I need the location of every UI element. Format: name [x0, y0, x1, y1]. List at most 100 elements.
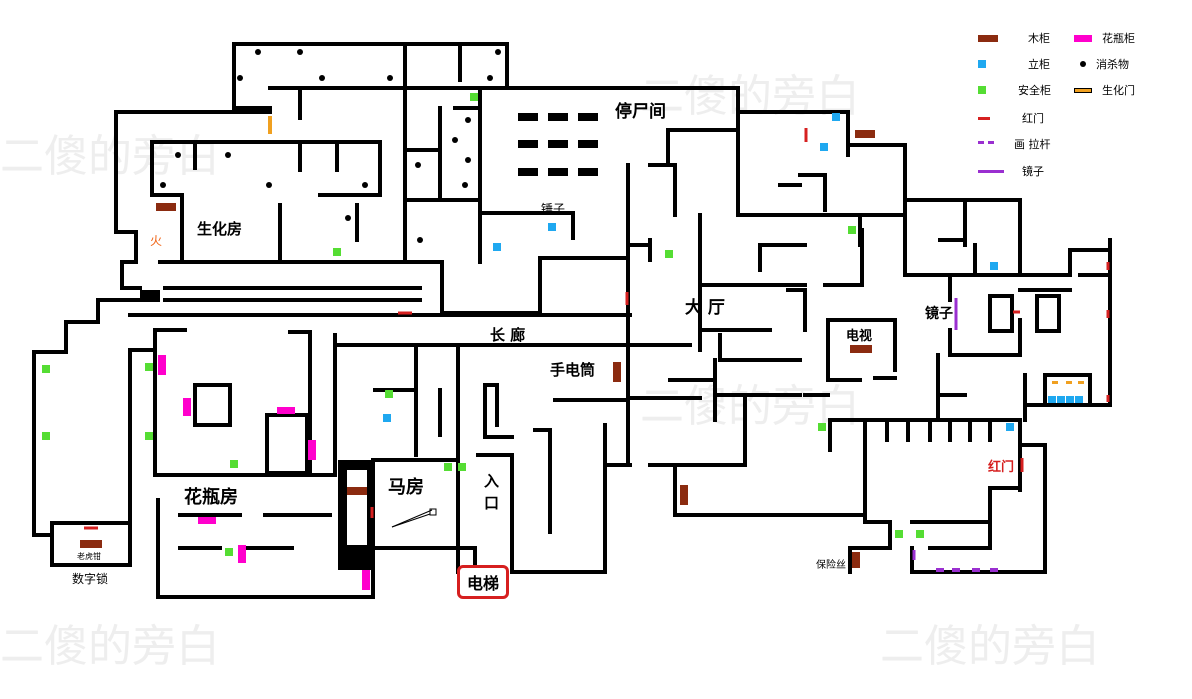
kill-item	[465, 117, 471, 123]
wall	[846, 143, 907, 277]
legend-item-painting-lever: 画 拉杆	[978, 136, 1051, 152]
watermark: 二傻的旁白	[880, 621, 1100, 672]
safe-cabinet	[458, 463, 466, 471]
safe-cabinet	[42, 365, 50, 373]
watermark: 二傻的旁白	[0, 621, 220, 672]
kill-item	[495, 49, 501, 55]
vase-cabinet	[277, 407, 295, 414]
kill-item	[319, 75, 325, 81]
wall	[798, 173, 827, 212]
room-label-biochem: 生化房	[197, 220, 243, 238]
slab	[578, 140, 598, 148]
wall	[478, 86, 740, 217]
wall	[483, 383, 499, 427]
wooden-cabinet-swatch	[978, 34, 998, 42]
wall	[698, 213, 807, 287]
legend-label: 立柜	[1028, 58, 1050, 71]
kill-item	[452, 137, 458, 143]
wooden-cabinet	[852, 552, 860, 568]
table	[193, 383, 232, 427]
wall	[150, 140, 184, 197]
lever-mark	[1066, 381, 1072, 384]
kill-item	[465, 157, 471, 163]
safe-cabinet	[145, 432, 153, 440]
wall	[673, 463, 867, 517]
biochem-door-swatch	[1074, 87, 1092, 93]
safe-cabinets	[42, 93, 924, 556]
legend-item-standing-cabinet: 立柜	[978, 56, 1050, 72]
safe-cabinet	[470, 93, 478, 101]
room-label-flashlight: 手电筒	[550, 361, 596, 379]
standing-cabinet	[832, 113, 840, 121]
standing-cabinets	[383, 113, 1083, 431]
wall	[153, 328, 187, 352]
standing-cabinet	[548, 223, 556, 231]
room-label-hall: 大 厅	[685, 298, 725, 318]
wall	[510, 423, 607, 574]
dark-block	[140, 290, 160, 302]
kill-item	[297, 49, 303, 55]
kill-item	[266, 182, 272, 188]
item-label-hammer: 锤子	[541, 202, 566, 216]
wall	[288, 330, 312, 477]
wooden-cabinet	[680, 485, 688, 505]
elevator[interactable]: 电梯	[457, 565, 509, 599]
safe-cabinet	[665, 250, 673, 258]
wooden-cabinets	[80, 130, 875, 568]
stable-lines	[391, 508, 437, 528]
legend-label: 消杀物	[1096, 58, 1129, 71]
kill-item	[237, 75, 243, 81]
mirror-swatch	[978, 169, 1004, 173]
wall	[648, 163, 677, 217]
kill-item-swatch	[1080, 61, 1086, 67]
wall	[903, 198, 1022, 277]
vase-cabinet	[158, 355, 166, 375]
legend-item-kill-item: 消杀物	[1080, 56, 1129, 72]
vase-cabinet	[362, 570, 370, 590]
wall	[823, 228, 864, 287]
room-label-vase-room: 花瓶房	[184, 487, 238, 508]
wall	[476, 453, 514, 574]
wooden-cabinet	[156, 203, 176, 211]
legend-item-safe-cabinet: 安全柜	[978, 82, 1051, 98]
safe-cabinet	[145, 363, 153, 371]
safe-cabinet	[385, 390, 393, 398]
kill-item	[415, 162, 421, 168]
wall	[910, 546, 1047, 574]
morgue-slabs	[518, 113, 598, 176]
wooden-cabinet	[80, 540, 102, 548]
walls	[32, 42, 1112, 599]
standing-cabinet	[820, 143, 828, 151]
standing-cabinet	[1066, 396, 1074, 403]
item-label-fuse: 保险丝	[816, 560, 846, 571]
item-label-mirror: 镜子	[925, 306, 953, 322]
legend-label: 木柜	[1028, 32, 1050, 45]
standing-cabinet	[383, 414, 391, 422]
wall	[483, 383, 514, 439]
vase-cabinet	[238, 545, 246, 563]
kill-item	[255, 49, 261, 55]
standing-cabinet-swatch	[978, 60, 986, 68]
standing-cabinet	[1006, 423, 1014, 431]
furniture	[193, 294, 1061, 475]
legend-label: 画 拉杆	[1014, 138, 1051, 151]
wall	[232, 42, 272, 110]
room-label-morgue: 停尸间	[615, 102, 666, 122]
item-label-tv: 电视	[846, 329, 873, 344]
safe-cabinet-swatch	[978, 86, 986, 94]
stable-line	[391, 513, 431, 528]
slab	[518, 168, 538, 176]
wall	[156, 498, 375, 599]
safe-cabinet	[895, 530, 903, 538]
item-label-old-tiger: 老虎钳	[77, 552, 101, 561]
legend: 木柜 花瓶柜 立柜 消杀物 安全柜 生化门 红门 画 拉杆 镜子	[970, 24, 1180, 184]
wall	[373, 546, 477, 574]
vase-cabinet	[198, 517, 216, 524]
room-label-red-door: 红门	[988, 460, 1015, 475]
wall	[936, 353, 967, 397]
painting-lever	[972, 568, 980, 572]
wall	[786, 288, 807, 332]
safe-cabinet	[818, 423, 826, 431]
room-label-stable: 马房	[388, 477, 424, 498]
safe-cabinet	[444, 463, 452, 471]
